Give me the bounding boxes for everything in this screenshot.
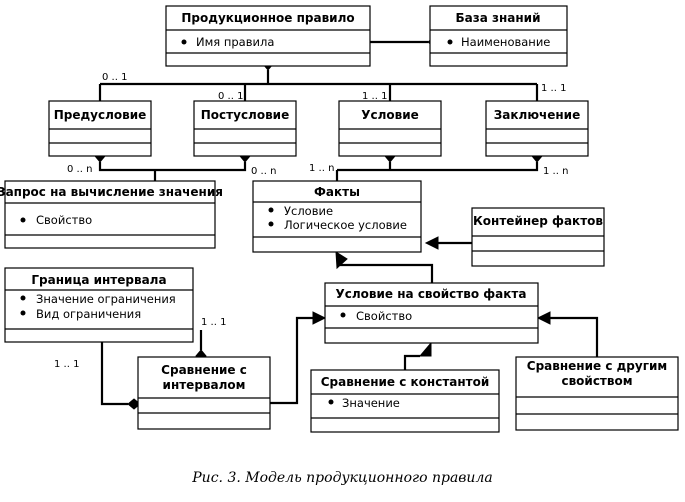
multiplicity-label: 1 .. 1 bbox=[362, 91, 387, 102]
class-title: Контейнер фактов bbox=[473, 214, 603, 228]
class-interval-bound[interactable]: Граница интервала Значение ограничения В… bbox=[4, 267, 194, 343]
multiplicity-label: 1 .. 1 bbox=[201, 317, 226, 328]
class-title: Предусловие bbox=[54, 108, 147, 122]
generalization-arrow-facts bbox=[335, 251, 348, 270]
bullet-icon bbox=[268, 221, 274, 227]
bullet-icon bbox=[268, 207, 274, 213]
class-title: Условие на свойство факта bbox=[336, 287, 527, 301]
figure-caption: Рис. 3. Модель продукционного правила bbox=[192, 470, 493, 486]
generalization-arrow-container bbox=[424, 236, 439, 250]
class-attribute: Значение bbox=[342, 396, 400, 410]
class-title: Условие bbox=[361, 108, 419, 122]
class-precondition[interactable]: Предусловие bbox=[48, 100, 152, 157]
uml-class-diagram: Продукционное правило Имя правила База з… bbox=[0, 5, 679, 433]
bullet-icon bbox=[20, 217, 26, 223]
class-title: Сравнение с константой bbox=[321, 375, 490, 389]
assoc-query bbox=[98, 162, 247, 181]
class-title: База знаний bbox=[456, 11, 541, 25]
bullet-icon bbox=[20, 295, 26, 301]
multiplicity-label: 1 .. n bbox=[543, 166, 568, 177]
class-attribute: Значение ограничения bbox=[36, 292, 176, 306]
class-title: Факты bbox=[314, 185, 360, 199]
generalization-arrow-interval bbox=[312, 311, 327, 325]
multiplicity-label: 0 .. 1 bbox=[102, 72, 127, 83]
class-knowledge-base[interactable]: База знаний Наименование bbox=[429, 5, 568, 67]
class-conclusion[interactable]: Заключение bbox=[485, 100, 589, 157]
bullet-icon bbox=[181, 39, 187, 45]
class-condition[interactable]: Условие bbox=[338, 100, 442, 157]
class-title: Сравнение с bbox=[161, 363, 247, 377]
class-compare-constant[interactable]: Сравнение с константой Значение bbox=[310, 369, 500, 433]
bullet-icon bbox=[328, 399, 334, 405]
class-production-rule[interactable]: Продукционное правило Имя правила bbox=[165, 5, 371, 67]
class-attribute: Имя правила bbox=[196, 35, 274, 49]
bullet-icon bbox=[447, 39, 453, 45]
class-compare-other-property[interactable]: Сравнение с другим свойством bbox=[515, 356, 679, 431]
class-title: Заключение bbox=[494, 108, 580, 122]
class-compare-interval[interactable]: Сравнение с интервалом bbox=[137, 356, 271, 430]
class-facts[interactable]: Факты Условие Логическое условие bbox=[252, 180, 422, 253]
assoc-interval-propcond bbox=[270, 316, 313, 405]
class-postcondition[interactable]: Постусловие bbox=[193, 100, 297, 157]
class-attribute: Свойство bbox=[356, 309, 412, 323]
multiplicity-label: 1 .. n bbox=[309, 163, 334, 174]
multiplicity-label: 0 .. n bbox=[67, 164, 92, 175]
class-fact-property-condition[interactable]: Условие на свойство факта Свойство bbox=[324, 282, 539, 344]
assoc-bound-interval bbox=[100, 330, 203, 406]
class-attribute: Условие bbox=[284, 204, 333, 218]
assoc-rule-bus bbox=[98, 70, 539, 101]
class-title: свойством bbox=[561, 374, 632, 388]
class-title: Граница интервала bbox=[31, 273, 166, 287]
class-query[interactable]: Запрос на вычисление значения Свойство bbox=[0, 180, 223, 249]
bullet-icon bbox=[20, 310, 26, 316]
multiplicity-label: 1 .. 1 bbox=[54, 359, 79, 370]
assoc-constant-propcond bbox=[403, 354, 420, 370]
class-title: Сравнение с другим bbox=[527, 359, 667, 373]
generalization-arrow-constant bbox=[418, 341, 432, 357]
assoc-propcond-facts bbox=[340, 263, 434, 283]
assoc-facts bbox=[335, 162, 539, 181]
assoc-other-propcond bbox=[550, 316, 599, 357]
bullet-icon bbox=[340, 312, 346, 318]
class-attribute: Наименование bbox=[461, 35, 550, 49]
class-title: Продукционное правило bbox=[181, 11, 354, 25]
class-fact-container[interactable]: Контейнер фактов bbox=[471, 207, 605, 267]
multiplicity-label: 1 .. 1 bbox=[541, 83, 566, 94]
class-title: Постусловие bbox=[201, 108, 289, 122]
class-attribute: Логическое условие bbox=[284, 218, 407, 232]
class-attribute: Вид ограничения bbox=[36, 307, 141, 321]
multiplicity-labels: 0 .. 1 0 .. 1 1 .. 1 1 .. 1 0 .. n 0 .. … bbox=[54, 72, 568, 370]
class-title: Запрос на вычисление значения bbox=[0, 185, 223, 199]
multiplicity-label: 0 .. n bbox=[251, 166, 276, 177]
generalization-arrow-other bbox=[536, 311, 551, 325]
class-title: интервалом bbox=[163, 378, 246, 392]
class-attribute: Свойство bbox=[36, 213, 92, 227]
multiplicity-label: 0 .. 1 bbox=[218, 91, 243, 102]
